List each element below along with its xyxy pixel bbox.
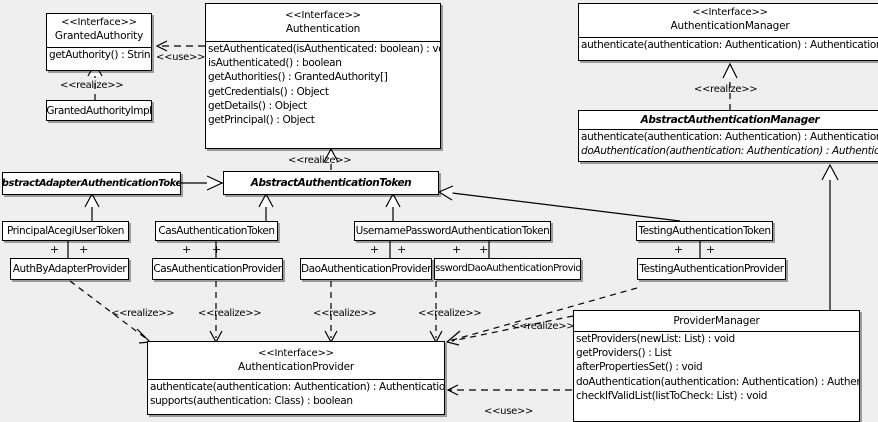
class-authentication[interactable]: <<Interface>> Authentication setAuthenti… (205, 3, 441, 149)
label-realize-password-dao-provider: <<realize>> (418, 308, 482, 319)
class-header: <<Interface>> Authentication (206, 4, 440, 42)
operations-compartment: authenticate(authentication: Authenticat… (579, 130, 878, 158)
class-name: CasAuthenticationToken (158, 225, 275, 237)
class-name: Authentication (285, 23, 361, 35)
class-name: TestingAuthenticationToken (638, 225, 771, 237)
association-marker: + (397, 243, 407, 256)
class-password-dao-authentication-provider[interactable]: PasswordDaoAuthenticationProvider (434, 258, 581, 280)
class-username-password-authentication-token[interactable]: UsernamePasswordAuthenticationToken (354, 221, 551, 241)
class-header: ProviderManager (574, 311, 859, 332)
class-name: PrincipalAcegiUserToken (6, 225, 124, 237)
association-marker: + (212, 243, 222, 256)
label-realize-cas-provider: <<realize>> (198, 308, 262, 319)
association-marker: + (452, 243, 462, 256)
class-name: GrantedAuthority (54, 30, 144, 42)
class-header: AbstractAuthenticationManager (579, 111, 878, 130)
class-name: ProviderManager (673, 315, 760, 327)
class-name: PasswordDaoAuthenticationProvider (435, 263, 581, 274)
operation: getProviders() : List (576, 347, 672, 360)
operation: doAuthentication(authentication: Authent… (581, 145, 878, 158)
operation: afterPropertiesSet() : void (576, 361, 703, 374)
operations-compartment: authenticate(authentication: Authenticat… (579, 38, 878, 52)
association-marker: + (479, 243, 489, 256)
stereotype-label: <<Interface>> (61, 17, 137, 28)
label-realize-abstract-authentication-manager: <<realize>> (694, 84, 758, 95)
operations-compartment: getAuthority() : String (47, 48, 151, 62)
label-realize-testing-provider: <<realize>> (511, 321, 575, 332)
operation: getDetails() : Object (208, 99, 307, 112)
stereotype-label: <<Interface>> (285, 10, 361, 21)
stereotype-label: <<Interface>> (692, 7, 768, 18)
operation: doAuthentication(authentication: Authent… (576, 375, 859, 388)
class-name: AuthenticationManager (670, 20, 790, 32)
class-provider-manager[interactable]: ProviderManager setProviders(newList: Li… (573, 310, 860, 422)
class-name: GrantedAuthorityImpl (46, 104, 152, 117)
stereotype-label: <<Interface>> (258, 348, 334, 359)
class-granted-authority[interactable]: <<Interface>> GrantedAuthority getAuthor… (46, 13, 152, 71)
operation: setProviders(newList: List) : void (576, 333, 735, 345)
class-auth-by-adapter-provider[interactable]: AuthByAdapterProvider (10, 258, 129, 280)
class-abstract-adapter-authentication-token[interactable]: AbstractAdapterAuthenticationToken (2, 172, 181, 195)
association-marker: + (674, 243, 684, 256)
operations-compartment: setProviders(newList: List) : void getPr… (574, 332, 859, 403)
operation: setAuthenticated(isAuthenticated: boolea… (208, 43, 441, 55)
class-abstract-authentication-token[interactable]: AbstractAuthenticationToken (223, 171, 439, 195)
class-name: AuthByAdapterProvider (12, 263, 127, 275)
operation: authenticate(authentication: Authenticat… (581, 39, 878, 51)
class-testing-authentication-token[interactable]: TestingAuthenticationToken (636, 221, 773, 241)
class-authentication-manager[interactable]: <<Interface>> AuthenticationManager auth… (578, 3, 878, 61)
operation: checkIfValidList(listToCheck: List) : vo… (576, 389, 768, 402)
operation: isAuthenticated() : boolean (208, 57, 342, 70)
class-testing-authentication-provider[interactable]: TestingAuthenticationProvider (637, 258, 786, 280)
operations-compartment: setAuthenticated(isAuthenticated: boolea… (206, 42, 440, 127)
class-authentication-provider[interactable]: <<Interface>> AuthenticationProvider aut… (147, 341, 445, 415)
label-realize-dao-provider: <<realize>> (313, 308, 377, 319)
class-name: TestingAuthenticationProvider (639, 263, 784, 275)
class-name: AbstractAuthenticationManager (640, 114, 820, 126)
operation: getAuthority() : String (49, 49, 152, 61)
class-header: <<Interface>> AuthenticationProvider (148, 342, 444, 380)
operation: authenticate(authentication: Authenticat… (150, 381, 445, 393)
class-name: AbstractAdapterAuthenticationToken (2, 177, 181, 189)
class-name: AbstractAuthenticationToken (250, 177, 412, 189)
class-dao-authentication-provider[interactable]: DaoAuthenticationProvider (300, 258, 432, 280)
operation: getPrincipal() : Object (208, 114, 315, 127)
operation: getAuthorities() : GrantedAuthority[] (208, 71, 388, 84)
label-use-provider-manager: <<use>> (484, 406, 534, 417)
class-name: AuthenticationProvider (238, 361, 354, 373)
association-marker: + (79, 243, 89, 256)
association-marker: + (50, 243, 60, 256)
class-cas-authentication-provider[interactable]: CasAuthenticationProvider (152, 258, 283, 280)
label-use-granted-authority: <<use>> (156, 52, 206, 63)
class-principal-acegi-user-token[interactable]: PrincipalAcegiUserToken (2, 221, 129, 241)
label-realize-auth-by-adapter: <<realize>> (111, 308, 175, 319)
class-name: UsernamePasswordAuthenticationToken (355, 225, 550, 237)
class-name: DaoAuthenticationProvider (301, 263, 432, 275)
class-header: <<Interface>> AuthenticationManager (579, 4, 878, 38)
association-marker: + (706, 243, 716, 256)
class-abstract-authentication-manager[interactable]: AbstractAuthenticationManager authentica… (578, 110, 878, 162)
class-name: CasAuthenticationProvider (153, 263, 282, 275)
label-realize-abstract-authentication-token: <<realize>> (288, 155, 352, 166)
label-realize-granted-authority-impl: <<realize>> (60, 80, 124, 91)
operations-compartment: authenticate(authentication: Authenticat… (148, 380, 444, 408)
class-cas-authentication-token[interactable]: CasAuthenticationToken (155, 221, 278, 241)
association-marker: + (182, 243, 192, 256)
class-header: <<Interface>> GrantedAuthority (47, 14, 151, 48)
operation: getCredentials() : Object (208, 85, 329, 98)
operation: authenticate(authentication: Authenticat… (581, 131, 878, 143)
class-granted-authority-impl[interactable]: GrantedAuthorityImpl (46, 100, 152, 121)
operation: supports(authentication: Class) : boolea… (150, 395, 353, 408)
association-marker: + (370, 243, 380, 256)
